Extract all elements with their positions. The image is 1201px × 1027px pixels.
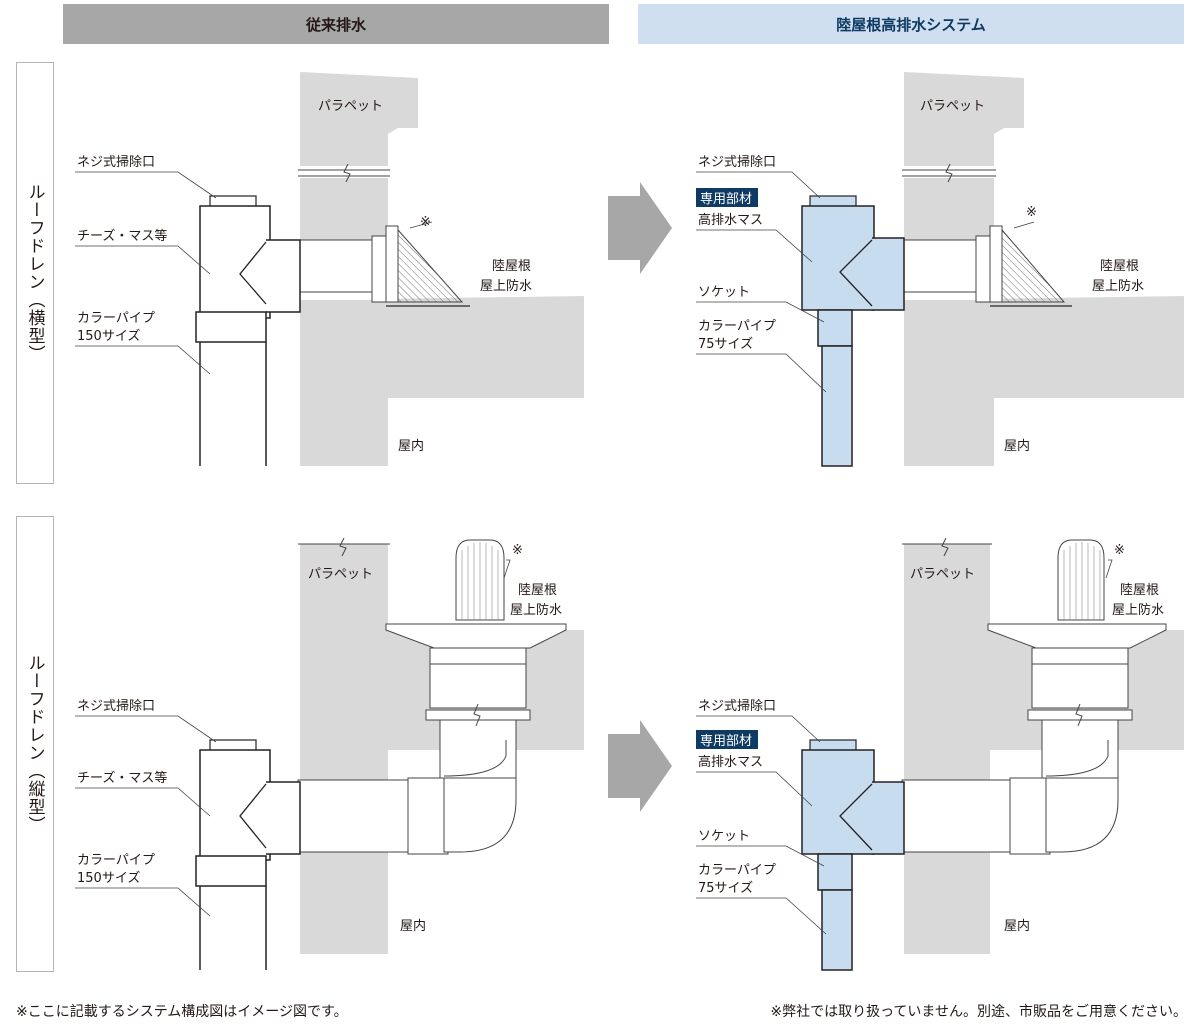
row-label-horizontal-text: ルーフドレン（横型） — [24, 183, 45, 363]
row-label-vertical: ルーフドレン（縦型） — [16, 516, 54, 972]
panel-system-vertical: パラペット ネジ式掃除口 専用部材 高排水マス ソケット カラーパイプ 75サイ… — [696, 537, 1184, 971]
label-indoor: 屋内 — [398, 438, 424, 454]
arrow-right-icon — [608, 720, 672, 812]
label-parapet: パラペット — [910, 567, 975, 582]
panel-conventional-vertical: パラペット ネジ式掃除口 チーズ・マス等 カラーパイプ 150サイズ ※ 陸屋根… — [75, 537, 584, 970]
panel-conventional-horizontal: パラペット ネジ式掃除口 チーズ・マス等 カラーパイプ 150サイズ ※ 陸屋根… — [75, 72, 584, 466]
label-roof-waterproof: 屋上防水 — [1092, 278, 1144, 294]
label-color-pipe: カラーパイプ — [77, 853, 155, 868]
label-parapet: パラペット — [920, 99, 985, 114]
row-label-vertical-text: ルーフドレン（縦型） — [24, 654, 45, 834]
label-size-75: 75サイズ — [698, 880, 753, 896]
label-screw-cleanout: ネジ式掃除口 — [77, 698, 155, 714]
label-parapet: パラペット — [308, 567, 373, 582]
label-size-150: 150サイズ — [77, 328, 140, 344]
label-dedicated-part: 専用部材 — [700, 192, 752, 207]
label-flat-roof: 陸屋根 — [1120, 582, 1159, 598]
panel-system-horizontal: パラペット ネジ式掃除口 専用部材 高排水マス ソケット カラーパイプ 75サイ… — [696, 72, 1184, 467]
label-cheese-mass: チーズ・マス等 — [77, 228, 167, 244]
row-label-horizontal: ルーフドレン（横型） — [16, 62, 54, 484]
label-asterisk: ※ — [512, 543, 523, 558]
label-size-75: 75サイズ — [698, 336, 753, 352]
label-roof-waterproof: 屋上防水 — [510, 602, 562, 618]
label-screw-cleanout: ネジ式掃除口 — [77, 154, 155, 170]
label-dedicated-part: 専用部材 — [700, 734, 752, 749]
label-screw-cleanout: ネジ式掃除口 — [698, 698, 776, 714]
label-roof-waterproof: 屋上防水 — [1112, 602, 1164, 618]
footnote-right: ※弊社では取り扱っていません。別途、市販品をご用意ください。 — [770, 1004, 1187, 1020]
label-screw-cleanout: ネジ式掃除口 — [698, 154, 776, 170]
label-socket: ソケット — [698, 829, 750, 844]
dedicated-part-badge — [696, 730, 758, 749]
label-parapet: パラペット — [318, 99, 383, 114]
label-high-drain-mass: 高排水マス — [698, 212, 763, 228]
arrow-right-icon — [608, 182, 672, 274]
header-high-drain-system: 陸屋根高排水システム — [638, 4, 1184, 44]
label-asterisk: ※ — [1026, 205, 1037, 220]
label-indoor: 屋内 — [1004, 438, 1030, 454]
label-roof-waterproof: 屋上防水 — [480, 278, 532, 294]
label-color-pipe: カラーパイプ — [77, 311, 155, 326]
footnote-left: ※ここに記載するシステム構成図はイメージ図です。 — [16, 1004, 348, 1020]
label-asterisk: ※ — [420, 215, 431, 230]
label-color-pipe: カラーパイプ — [698, 319, 776, 334]
label-socket: ソケット — [698, 285, 750, 300]
label-cheese-mass: チーズ・マス等 — [77, 770, 167, 786]
label-indoor: 屋内 — [400, 918, 426, 934]
label-flat-roof: 陸屋根 — [492, 258, 531, 274]
label-high-drain-mass: 高排水マス — [698, 754, 763, 770]
dedicated-part-badge — [696, 188, 758, 207]
header-conventional-drain: 従来排水 — [63, 4, 609, 44]
label-size-150: 150サイズ — [77, 870, 140, 886]
label-indoor: 屋内 — [1004, 918, 1030, 934]
label-flat-roof: 陸屋根 — [1100, 258, 1139, 274]
label-asterisk: ※ — [1114, 543, 1125, 558]
label-flat-roof: 陸屋根 — [518, 582, 557, 598]
label-color-pipe: カラーパイプ — [698, 863, 776, 878]
